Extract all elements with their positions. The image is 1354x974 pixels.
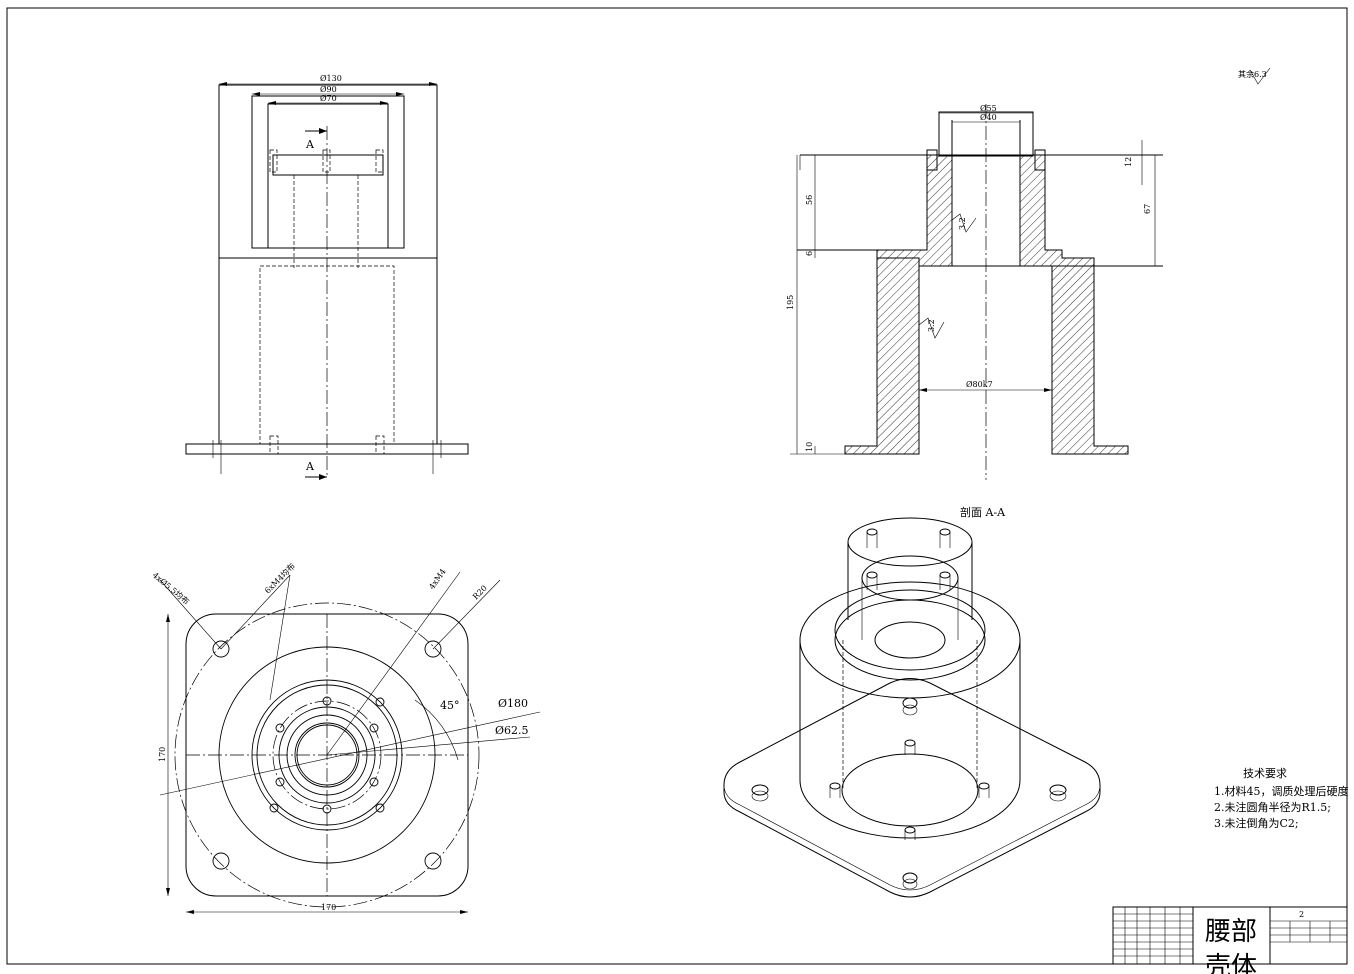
dim-6: 6: [805, 251, 814, 256]
plan-view: [159, 571, 541, 914]
dim-6xm4: 6xM4均布: [262, 561, 297, 596]
dim-67: 67: [1143, 204, 1152, 214]
dim-d70: Ø70: [320, 94, 337, 103]
section-label: 剖面 A-A: [960, 505, 1006, 519]
tech-req-item-3: 3.未注倒角为C2;: [1214, 816, 1299, 830]
dim-d90: Ø90: [320, 85, 337, 94]
surface-finish-icon: [1249, 67, 1271, 85]
dim-d55: Ø55: [980, 104, 997, 113]
part-name-line1: 腰部: [1205, 917, 1257, 947]
dim-r20: R20: [471, 584, 489, 602]
dim-4xm4: 4xM4: [427, 567, 448, 591]
dim-195: 195: [786, 295, 795, 310]
part-name-line2: 壳体: [1205, 952, 1257, 974]
dim-4xd55: 4xØ5.5均布: [151, 570, 192, 607]
dim-d625: Ø62.5: [495, 724, 529, 737]
dim-d80k7: Ø80k7: [966, 380, 993, 389]
drawing-border: [6, 7, 1348, 965]
dim-12: 12: [1124, 157, 1133, 167]
finish-32-a: 3.2: [958, 217, 967, 230]
dim-d40: Ø40: [980, 113, 997, 122]
title-block: [1112, 906, 1348, 965]
finish-32-b: 3.2: [927, 319, 936, 332]
section-mark-bottom: A: [305, 460, 315, 473]
tech-req-item-2: 2.未注圆角半径为R1.5;: [1214, 800, 1331, 814]
dim-170-vertical: 170: [158, 747, 167, 762]
dim-d180: Ø180: [498, 697, 528, 710]
tech-req-item-1: 1.材料45，调质处理后硬度: [1214, 784, 1349, 798]
dim-10: 10: [805, 442, 814, 452]
title-block-scale: 2: [1299, 910, 1304, 919]
section-mark-top: A: [305, 138, 315, 151]
tech-req-heading: 技术要求: [1243, 767, 1287, 780]
dim-56: 56: [805, 195, 814, 205]
dim-d130: Ø130: [320, 74, 342, 83]
section-view: [790, 104, 1163, 480]
front-view: [185, 82, 469, 480]
dim-45deg: 45°: [440, 699, 460, 712]
isometric-view: [723, 517, 1101, 898]
dim-170-horizontal: 170: [321, 903, 336, 912]
